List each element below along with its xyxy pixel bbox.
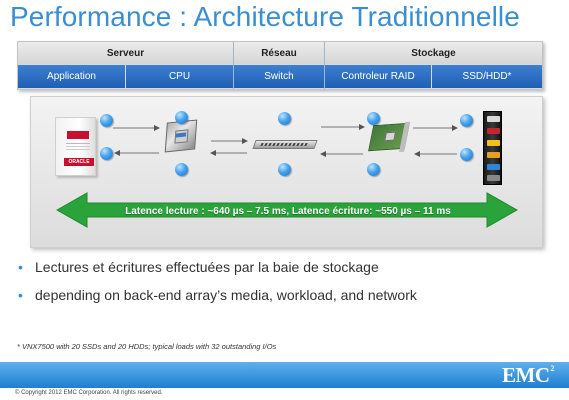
node-dot	[460, 114, 473, 127]
bullet-text: Lectures et écritures effectuées par la …	[35, 259, 379, 275]
column-application: Application	[18, 65, 125, 88]
server-icon: ORACLE	[55, 117, 96, 176]
node-dot	[367, 163, 380, 176]
divider	[324, 42, 325, 89]
node-dot	[175, 163, 188, 176]
node-dot	[100, 114, 113, 127]
server-text-lines	[66, 143, 90, 144]
node-dot	[100, 147, 113, 160]
array-drive	[487, 152, 500, 158]
server-label-band	[67, 131, 89, 139]
bullet-item: • Lectures et écritures effectuées par l…	[18, 258, 563, 276]
node-dot	[278, 163, 291, 176]
bullet-list: • Lectures et écritures effectuées par l…	[18, 258, 563, 304]
slide-title: Performance : Architecture Traditionnell…	[10, 1, 520, 32]
column-controleur-raid: Controleur RAID	[325, 65, 431, 88]
data-path-arrows	[55, 124, 519, 228]
latency-double-arrow	[55, 192, 519, 228]
latency-label: Latence lecture : ~640 µs – 7.5 ms, Late…	[125, 206, 451, 217]
column-switch: Switch	[234, 65, 324, 88]
bullet-dot-icon: •	[18, 287, 23, 303]
node-dot	[175, 111, 188, 124]
column-ssd-hdd: SSD/HDD*	[432, 65, 542, 88]
bullet-item: • depending on back-end array’s media, w…	[18, 286, 563, 304]
array-drive	[487, 140, 500, 146]
column-cpu: CPU	[126, 65, 233, 88]
bullet-dot-icon: •	[18, 259, 23, 275]
switch-ports	[260, 143, 310, 146]
group-reseau: Réseau	[234, 42, 324, 64]
node-dot	[460, 148, 473, 161]
array-drive	[487, 128, 500, 134]
array-drive	[487, 116, 500, 122]
divider	[233, 42, 234, 89]
raid-chip	[384, 131, 397, 142]
raid-controller-icon	[368, 121, 411, 153]
architecture-header-table: Serveur Réseau Stockage Application CPU …	[17, 41, 543, 90]
array-drive	[487, 164, 500, 170]
bullet-text: depending on back-end array’s media, wor…	[35, 287, 417, 303]
footnote: * VNX7500 with 20 SSDs and 20 HDDs; typi…	[17, 342, 277, 351]
oracle-logo: ORACLE	[64, 158, 94, 166]
node-dot	[278, 112, 291, 125]
array-drive	[487, 175, 500, 181]
cpu-icon	[164, 119, 198, 153]
node-dot	[367, 112, 380, 125]
copyright-text: © Copyright 2012 EMC Corporation. All ri…	[15, 390, 163, 396]
emc-logo-sup: 2	[550, 364, 555, 373]
group-serveur: Serveur	[18, 42, 233, 64]
bottom-bar	[0, 362, 569, 388]
switch-icon	[252, 140, 318, 149]
emc-logo: EMC2	[502, 363, 555, 387]
group-stockage: Stockage	[325, 42, 542, 64]
emc-logo-text: EMC	[502, 363, 550, 387]
storage-array-icon	[483, 111, 502, 185]
